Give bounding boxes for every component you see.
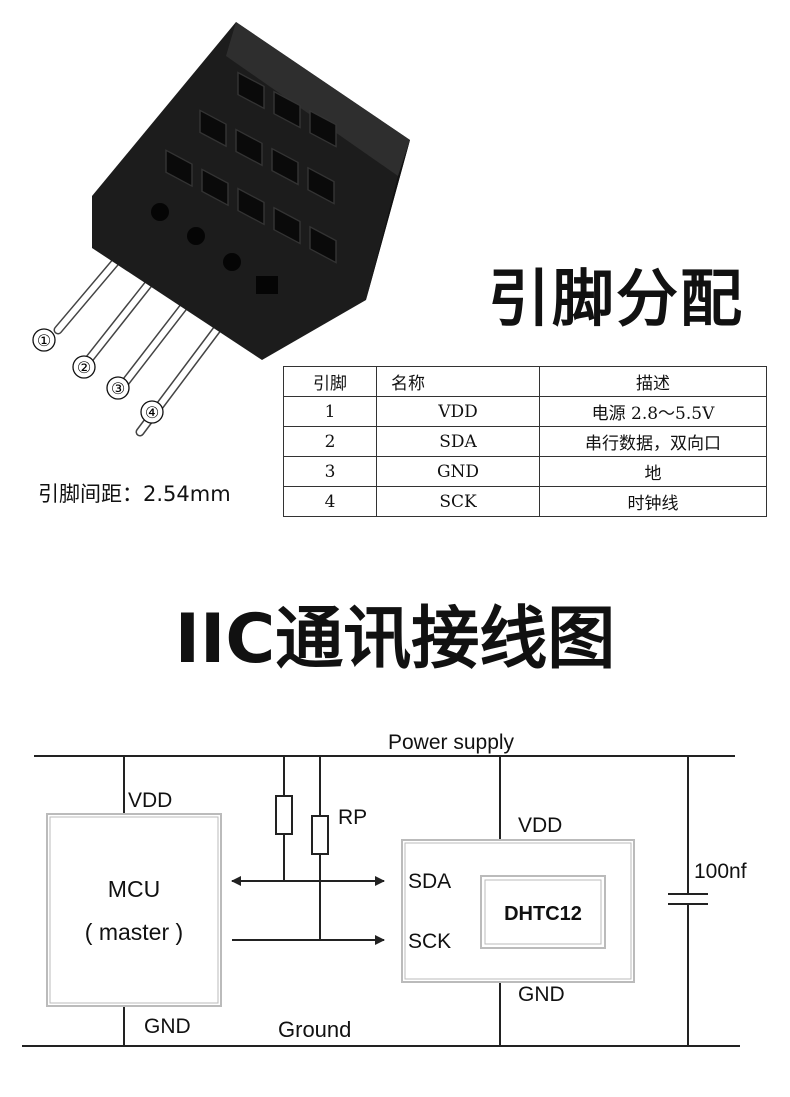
sda-label: SDA bbox=[408, 870, 451, 893]
cell-desc: 时钟线 bbox=[539, 486, 767, 517]
circuit-diagram: Power supply VDD MCU ( master ) GND Grou… bbox=[22, 731, 747, 1047]
table-row: 2 SDA 串行数据，双向口 bbox=[283, 426, 767, 457]
header-pin: 引脚 bbox=[283, 366, 377, 397]
cell-desc: 串行数据，双向口 bbox=[539, 426, 767, 457]
scl-label: SCK bbox=[408, 930, 451, 953]
mcu-role: ( master ) bbox=[85, 919, 183, 945]
pullup-resistor-sda bbox=[275, 795, 293, 835]
cell-name: SCK bbox=[376, 486, 540, 517]
rp-label: RP bbox=[338, 806, 367, 829]
iic-wiring-title: IIC通讯接线图 bbox=[174, 600, 616, 679]
table-header-row: 引脚 名称 描述 bbox=[283, 366, 767, 397]
mcu-name: MCU bbox=[108, 876, 160, 902]
pin-label-2: ② bbox=[77, 358, 91, 377]
chip-label: DHTC12 bbox=[504, 903, 582, 925]
header-name: 名称 bbox=[376, 366, 540, 397]
pin-pitch-text: 引脚间距：2.54mm bbox=[38, 482, 231, 506]
sensor-gnd-label: GND bbox=[518, 983, 565, 1006]
ground-label: Ground bbox=[278, 1017, 351, 1042]
cell-pin: 3 bbox=[283, 456, 377, 487]
cell-pin: 1 bbox=[283, 396, 377, 427]
chip-box bbox=[480, 875, 606, 949]
sensor-module-box bbox=[401, 839, 635, 983]
table-row: 3 GND 地 bbox=[283, 456, 767, 487]
capacitor-label: 100nf bbox=[694, 860, 747, 883]
sensor-vdd-label: VDD bbox=[518, 814, 562, 837]
mcu-gnd-label: GND bbox=[144, 1015, 191, 1038]
mcu-vdd-label: VDD bbox=[128, 789, 172, 812]
power-supply-label: Power supply bbox=[388, 731, 515, 754]
pin-table: 引脚 名称 描述 1 VDD 电源 2.8～5.5V 2 SDA 串行数据，双向… bbox=[283, 366, 767, 517]
pin-label-4: ④ bbox=[145, 403, 159, 422]
cell-pin: 4 bbox=[283, 486, 377, 517]
cell-desc: 地 bbox=[539, 456, 767, 487]
mcu-box bbox=[46, 813, 222, 1007]
cell-name: GND bbox=[376, 456, 540, 487]
pin-label-3: ③ bbox=[111, 379, 125, 398]
table-row: 4 SCK 时钟线 bbox=[283, 486, 767, 517]
pin-label-1: ① bbox=[37, 331, 51, 350]
pullup-resistor-scl bbox=[311, 815, 329, 855]
table-row: 1 VDD 电源 2.8～5.5V bbox=[283, 396, 767, 427]
pin-assignment-title: 引脚分配 bbox=[488, 262, 745, 335]
cell-desc: 电源 2.8～5.5V bbox=[539, 396, 767, 427]
cell-name: SDA bbox=[376, 426, 540, 457]
cell-pin: 2 bbox=[283, 426, 377, 457]
sensor-body bbox=[92, 22, 410, 360]
cell-name: VDD bbox=[376, 396, 540, 427]
header-desc: 描述 bbox=[539, 366, 767, 397]
sensor-illustration: ① ② ③ ④ bbox=[32, 22, 410, 437]
